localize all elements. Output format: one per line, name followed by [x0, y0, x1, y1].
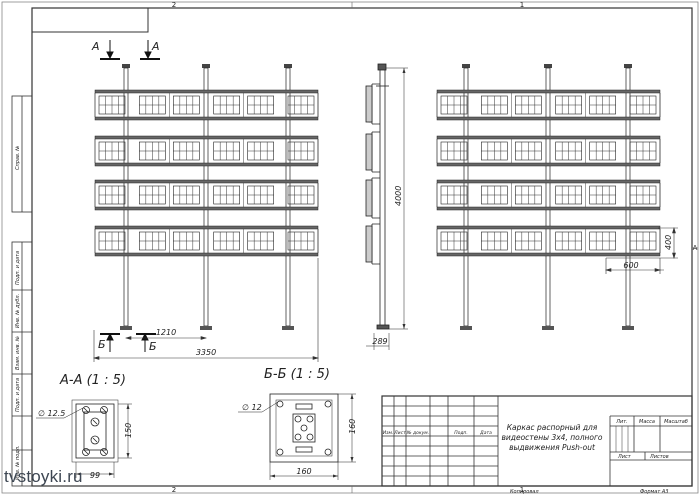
rear-pole — [545, 67, 551, 327]
section-b-hole: ∅ 12 — [242, 403, 262, 412]
rear-pole-cap — [544, 64, 552, 68]
tb-header-docnum: № докум. — [406, 430, 429, 436]
zone-bottom-2: 2 — [172, 486, 176, 494]
tb-format: Формат А3 — [640, 489, 668, 495]
rear-pole-foot — [542, 326, 554, 330]
tb-copied: Копировал — [510, 489, 539, 495]
watermark-text: tvstoyki.ru — [4, 467, 83, 486]
zone-bottom-1: 1 — [520, 486, 524, 494]
title-desc-line-2: видеостены 3х4, полного — [501, 433, 602, 442]
front-pole — [123, 67, 129, 327]
front-pole-foot — [120, 326, 132, 330]
section-b-dim-h: 160 — [348, 419, 357, 434]
section-a-arrows-dim — [76, 404, 130, 476]
dim-height-4000: 4000 — [394, 186, 403, 206]
front-pole-foot — [282, 326, 294, 330]
dim-screen-600: 600 — [623, 261, 638, 270]
drawing-frame — [31, 7, 693, 487]
section-a-title: А-А (1 : 5) — [59, 373, 126, 388]
title-desc-line-3: выдвижения Push-out — [509, 443, 596, 452]
dim-spacing-1210: 1210 — [156, 328, 176, 337]
front-screen-row — [94, 89, 319, 121]
section-b-arrows — [106, 332, 149, 352]
rear-pole-foot — [622, 326, 634, 330]
side-dim-arrows — [402, 68, 406, 329]
front-pole-cap — [202, 64, 210, 68]
strip-podp-1: Подп. и дата — [15, 251, 21, 285]
section-a-dim-99: 99 — [90, 471, 100, 480]
front-screen-row — [94, 179, 319, 211]
strip-podp-2: Подп. и дата — [15, 378, 21, 412]
strip-inv-podl: Инв. № подл. — [15, 446, 21, 481]
rear-screen-row — [436, 89, 661, 121]
zone-top-2: 2 — [172, 1, 176, 9]
tb-sheet: Лист — [617, 454, 632, 460]
front-pole — [203, 67, 209, 327]
zone-right-a: A — [693, 244, 698, 252]
tb-header-izm: Изм. — [383, 430, 394, 436]
section-b-dim-w: 160 — [296, 467, 311, 476]
section-b-label-left: Б — [98, 338, 106, 351]
tb-scale: Масштаб — [664, 419, 688, 425]
code-box — [31, 8, 149, 33]
section-a-label-left: А — [91, 40, 100, 53]
section-a-arrows — [106, 40, 152, 60]
front-pole-cap — [284, 64, 292, 68]
section-a-hole: ∅ 12.5 — [38, 409, 65, 418]
section-b-label-right: Б — [149, 340, 157, 353]
zone-marks — [351, 2, 698, 493]
title-block — [381, 395, 693, 487]
tb-header-podp: Подп. — [454, 430, 468, 436]
front-screen-row — [94, 225, 319, 257]
left-strip — [11, 95, 33, 487]
rear-screen-row — [436, 179, 661, 211]
rear-pole-cap — [462, 64, 470, 68]
zone-top-1: 1 — [520, 1, 524, 9]
rear-pole — [625, 67, 631, 327]
front-view — [94, 64, 319, 330]
section-b-plate — [238, 393, 356, 480]
rear-view — [436, 64, 661, 330]
tb-lit: Лит. — [615, 419, 628, 425]
strip-vzam: Взам. инв. № — [15, 336, 21, 370]
section-b-arrows-dim — [270, 394, 354, 478]
side-view — [365, 63, 408, 350]
tb-sheets: Листов — [649, 454, 669, 460]
title-desc-line-1: Каркас распорный для — [507, 423, 598, 432]
strip-sprav: Справ. № — [15, 146, 21, 170]
rear-screen-row — [436, 135, 661, 167]
rear-pole-foot — [460, 326, 472, 330]
rear-pole-cap — [624, 64, 632, 68]
dim-base-289: 289 — [372, 337, 387, 346]
section-a-label-right: А — [151, 40, 160, 53]
tb-header-list: Лист — [393, 430, 406, 436]
front-pole-cap — [122, 64, 130, 68]
rear-dimensions — [604, 226, 678, 274]
section-a-plate — [36, 399, 132, 478]
section-a-dim-150: 150 — [124, 423, 133, 438]
tb-mass: Масса — [639, 419, 655, 425]
front-pole-foot — [200, 326, 212, 330]
rear-screen-row — [436, 225, 661, 257]
dim-screen-400: 400 — [664, 235, 673, 250]
strip-inv-dubl: Инв. № дубл. — [15, 294, 21, 328]
section-b-title: Б-Б (1 : 5) — [264, 367, 330, 382]
tb-header-date: Дата — [479, 430, 492, 436]
front-screen-row — [94, 135, 319, 167]
dim-width-3350: 3350 — [196, 348, 216, 357]
front-dimensions — [92, 258, 320, 362]
rear-pole — [463, 67, 469, 327]
